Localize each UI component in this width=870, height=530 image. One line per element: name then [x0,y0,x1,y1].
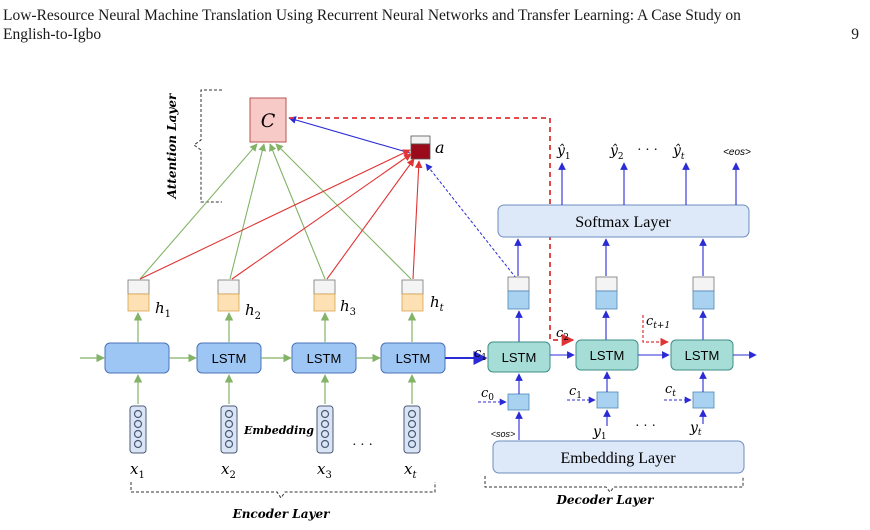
output-ellipsis: · · · [637,143,658,158]
decoder-state-top [692,276,715,292]
attention-layer-label: Attention Layer [165,92,179,199]
context-vector-box [249,97,287,143]
context-vector-label: C [261,110,276,132]
embedding-dots [133,409,417,449]
output-label-yt: ŷt [672,142,685,162]
encoder-layer-brace [130,482,436,499]
h2-to-attention-arrow [231,153,412,280]
ht-to-attention-arrow [412,160,423,280]
embedding-layer-box [492,440,745,474]
attention-weight-top [410,135,431,145]
hidden-state-bottom [401,293,424,312]
input-label-yt: yt [689,420,702,438]
eos-label: <eos> [723,147,751,158]
context-input-ct: ct [665,382,676,399]
context-t1-dashed-arrow [642,315,669,347]
hidden-state-top [313,279,336,295]
running-head: Low-Resource Neural Machine Translation … [3,6,863,44]
decoder-cell-3-label: LSTM [685,348,720,363]
hidden-state-bottom [313,293,336,312]
paper-title-line-2: English-to-Igbo [3,26,102,43]
paper-title-line-1: Low-Resource Neural Machine Translation … [3,7,741,24]
input-label-x1: x1 [130,460,145,481]
attention-to-context-arrow [288,116,411,154]
attention-weight-box [410,143,431,160]
decoder-layer-label: Decoder Layer [555,493,655,507]
encoder-cell-2-label: LSTM [212,351,247,366]
decoder-state-top [507,276,530,292]
hidden-label-h1: h1 [155,299,171,320]
hidden-label-h2: h2 [245,301,261,322]
output-label-y2: ŷ2 [609,142,624,162]
hidden-state-top [127,279,150,295]
decoder-input-box-3 [692,391,715,409]
input-label-x2: x2 [221,460,236,481]
decoder-state-bottom [507,290,530,310]
input-label-y1: y1 [592,424,607,442]
context-label-c1: c1 [474,346,487,363]
sos-label: <sos> [491,429,516,439]
h2-to-context-arrow [229,143,267,280]
ht-to-context-arrow [275,143,412,280]
attention-weight-label: a [435,138,445,157]
hidden-state-top [217,279,240,295]
embedding-vector-1 [129,405,147,454]
context-label-ct1: ct+1 [646,314,670,331]
embedding-label: Embedding [243,424,314,437]
decoder-cell-1-label: LSTM [502,350,537,365]
h1-to-context-arrow [139,143,258,280]
hidden-state-bottom [127,293,150,312]
context-label-c2: c2 [556,326,569,343]
encoder-hidden-states [127,279,424,312]
softmax-layer-label: Softmax Layer [575,214,671,231]
decoder-cell-1 [487,341,551,373]
decoder-input-box-1 [507,393,530,411]
encoder-cell-t-label: LSTM [396,351,431,366]
h1-to-attention-arrow [139,149,411,280]
hidden-label-ht: ht [430,293,445,314]
input-label-x3: x3 [317,460,332,481]
decoder-hidden-states [507,276,715,310]
encoder-layer-label: Encoder Layer [232,507,332,521]
embedding-vectors [129,405,421,454]
encoder-cell-3-label: LSTM [307,351,342,366]
h3-to-context-arrow [269,143,326,280]
input-label-xt: xt [404,460,417,481]
hidden-state-top [401,279,424,295]
output-label-y1: ŷ1 [556,142,571,162]
embedding-vector-2 [220,405,238,454]
hidden-state-bottom [217,293,240,312]
embedding-layer-label: Embedding Layer [560,450,676,467]
decoder-to-attention-dashed-arrow [425,163,517,279]
hidden-label-h3: h3 [340,297,356,318]
decoder-cell-2-label: LSTM [590,348,625,363]
decoder-state-bottom [595,290,618,310]
decoder-layer-brace [484,476,744,493]
decoder-input-ellipsis: · · · [635,419,656,434]
decoder-state-bottom [692,290,715,310]
page-number: 9 [851,26,859,43]
attention-layer-brace [193,89,222,203]
h3-to-attention-arrow [326,158,415,280]
context-input-c0: c0 [481,386,494,403]
decoder-input-box-2 [596,391,619,409]
encoder-ellipsis: · · · [352,438,373,453]
encoder-cell-1 [104,342,170,374]
decoder-state-top [595,276,618,292]
embedding-vector-3 [316,405,334,454]
embedding-vector-t [403,405,421,454]
context-input-c1: c1 [569,384,582,401]
